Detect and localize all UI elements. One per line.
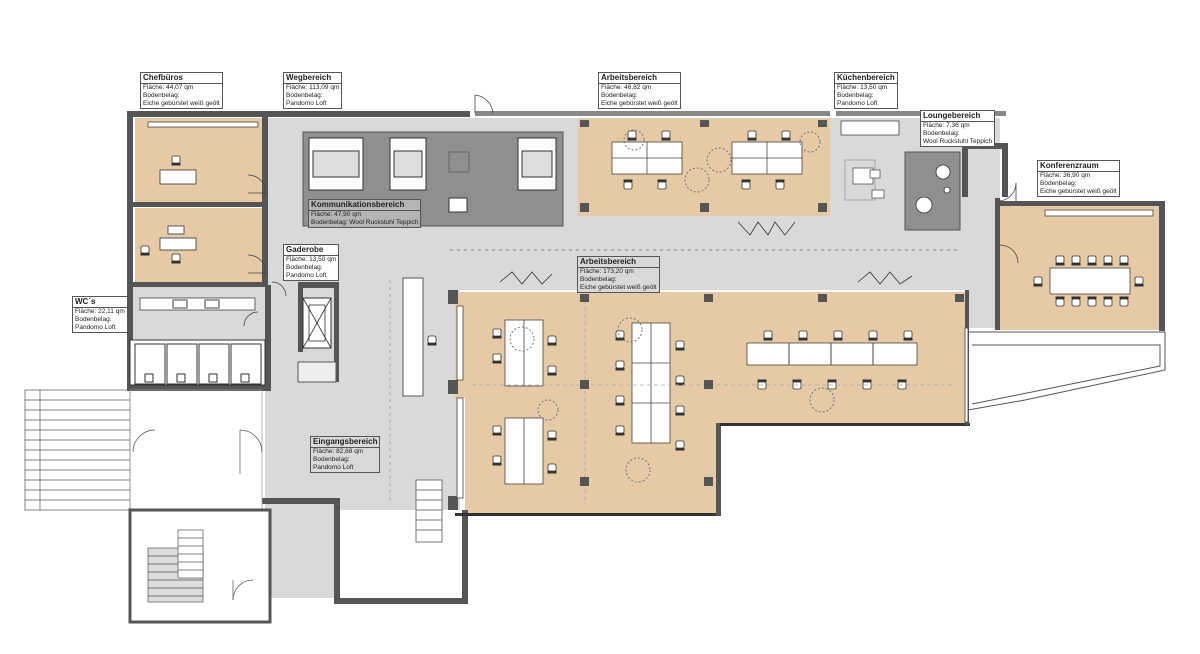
- label-wegbereich-title: Wegbereich: [284, 73, 342, 84]
- label-arbeitsbereich-main: Arbeitsbereich Fläche: 173,20 qm Bodenbe…: [577, 256, 660, 293]
- label-eingangsbereich-area: Fläche: 82,68 qm: [313, 448, 364, 455]
- label-wcs-material: Pandomo Loft: [75, 324, 116, 331]
- label-wcs-title: WC´s: [73, 297, 127, 308]
- label-gaderobe-floor: Bodenbelag:: [286, 264, 323, 271]
- kitchen-island: [844, 159, 885, 201]
- label-wcs-floor: Bodenbelag:: [75, 316, 112, 323]
- label-eingangsbereich-title: Eingangsbereich: [311, 437, 380, 448]
- label-kuechenbereich-material: Pandomo Loft: [837, 100, 878, 107]
- label-kuechenbereich-area: Fläche: 13,50 qm: [837, 84, 888, 91]
- desks-arbeitsbereich-top: [611, 129, 821, 193]
- label-arbeitsbereich-main-title: Arbeitsbereich: [578, 257, 659, 268]
- label-loungebereich-floor: Bodenbelag:: [923, 130, 960, 137]
- elevator: [302, 297, 332, 349]
- label-wegbereich-material: Pandomo Loft: [286, 100, 327, 107]
- label-wegbereich: Wegbereich Fläche: 113,09 qm Bodenbelag:…: [283, 72, 343, 109]
- floor-konferenzraum: [1000, 205, 1162, 330]
- label-chefbueros-material: Eiche gebürstet weiß geölt: [143, 100, 220, 107]
- label-arbeitsbereich-top: Arbeitsbereich Fläche: 46,82 qm Bodenbel…: [598, 72, 681, 109]
- corridor-details: [389, 221, 960, 543]
- label-kommunikationsbereich-title: Kommunikationsbereich: [309, 200, 421, 211]
- label-loungebereich-material: Wool Ruckstuhl Teppich: [923, 138, 993, 145]
- label-gaderobe-area: Fläche: 13,50 qm: [286, 256, 337, 263]
- label-arbeitsbereich-main-area: Fläche: 173,20 qm: [580, 268, 634, 275]
- label-konferenzraum-area: Fläche: 36,90 qm: [1040, 172, 1091, 179]
- label-arbeitsbereich-top-title: Arbeitsbereich: [599, 73, 680, 84]
- label-gaderobe-title: Gaderobe: [284, 245, 339, 256]
- label-konferenzraum-title: Konferenzraum: [1038, 161, 1119, 172]
- label-wegbereich-area: Fläche: 113,09 qm: [286, 84, 340, 91]
- doors: [243, 94, 1019, 327]
- wc-block: [129, 297, 266, 386]
- label-loungebereich-title: Loungebereich: [921, 111, 995, 122]
- label-chefbueros-area: Fläche: 44,07 qm: [143, 84, 194, 91]
- balcony-outline: [967, 331, 1166, 411]
- windows: [147, 120, 1154, 499]
- label-kommunikationsbereich-area: Fläche: 47,90 qm: [311, 211, 362, 218]
- label-kommunikationsbereich: Kommunikationsbereich Fläche: 47,90 qm B…: [308, 199, 422, 228]
- label-gaderobe: Gaderobe Fläche: 13,50 qm Bodenbelag: Pa…: [283, 244, 340, 281]
- label-chefbueros-floor: Bodenbelag:: [143, 92, 180, 99]
- label-wegbereich-floor: Bodenbelag:: [286, 92, 323, 99]
- label-arbeitsbereich-main-material: Eiche gebürstet weiß geölt: [580, 284, 657, 291]
- label-kommunikationsbereich-material: Bodenbelag: Wool Ruckstuhl Teppich: [311, 219, 419, 226]
- label-arbeitsbereich-top-area: Fläche: 46,82 qm: [601, 84, 652, 91]
- floor-chefbuero-top: [135, 118, 265, 204]
- label-konferenzraum-material: Eiche gebürstet weiß geölt: [1040, 188, 1117, 195]
- label-kuechenbereich: Küchenbereich Fläche: 13,50 qm Bodenbela…: [834, 72, 898, 109]
- chefbuero-furniture: [140, 155, 197, 264]
- conference-table: [1033, 255, 1144, 307]
- gaderobe-bench: [297, 361, 337, 383]
- label-kuechenbereich-title: Küchenbereich: [835, 73, 897, 84]
- staircase-entrance: [24, 389, 272, 624]
- label-eingangsbereich-floor: Bodenbelag:: [313, 456, 350, 463]
- floor-loungebereich: [904, 151, 961, 231]
- lounge-chairs: [915, 164, 951, 214]
- label-chefbueros: Chefbüros Fläche: 44,07 qm Bodenbelag: E…: [140, 72, 223, 109]
- label-eingangsbereich: Eingangsbereich Fläche: 82,68 qm Bodenbe…: [310, 436, 381, 473]
- desks-arbeitsbereich-main: [472, 300, 955, 505]
- label-chefbueros-title: Chefbüros: [141, 73, 222, 84]
- floor-chefbuero-bottom: [135, 208, 265, 284]
- label-kuechenbereich-floor: Bodenbelag:: [837, 92, 874, 99]
- label-loungebereich: Loungebereich Fläche: 7,36 qm Bodenbelag…: [920, 110, 996, 147]
- label-arbeitsbereich-main-floor: Bodenbelag:: [580, 276, 617, 283]
- label-arbeitsbereich-top-material: Eiche gebürstet weiß geölt: [601, 100, 678, 107]
- label-loungebereich-area: Fläche: 7,36 qm: [923, 122, 970, 129]
- label-konferenzraum: Konferenzraum Fläche: 36,90 qm Bodenbela…: [1037, 160, 1120, 197]
- columns: [580, 120, 964, 486]
- label-konferenzraum-floor: Bodenbelag:: [1040, 180, 1077, 187]
- label-wcs-area: Fläche: 22,11 qm: [75, 308, 125, 315]
- lounge-sofas: [308, 137, 557, 213]
- label-wcs: WC´s Fläche: 22,11 qm Bodenbelag: Pandom…: [72, 296, 128, 333]
- label-gaderobe-material: Pandomo Loft: [286, 272, 327, 279]
- label-arbeitsbereich-top-floor: Bodenbelag:: [601, 92, 638, 99]
- label-eingangsbereich-material: Pandomo Loft: [313, 464, 354, 471]
